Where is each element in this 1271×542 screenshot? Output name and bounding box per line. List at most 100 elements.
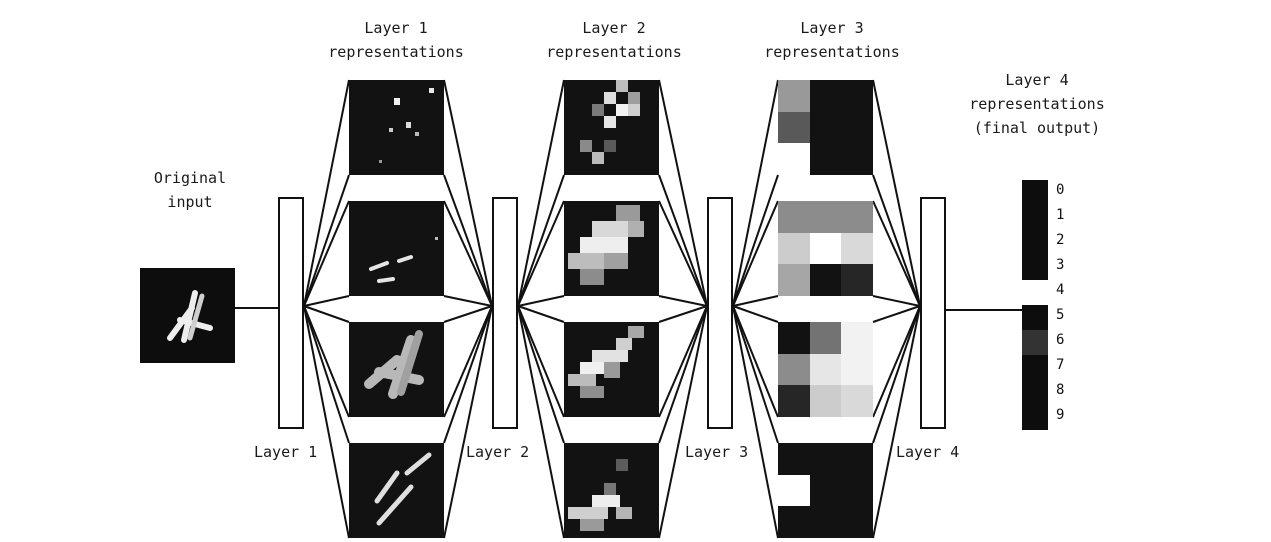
layer-3-map-1-cell xyxy=(809,80,842,112)
layer-3-map-3-cell xyxy=(841,322,873,354)
connector-stage2-fan-in-top-1 xyxy=(658,79,708,307)
layer-4-bar xyxy=(920,197,946,429)
layer-3-feature-map-1 xyxy=(778,80,873,175)
connector-stage3-fan-out-top-1 xyxy=(732,79,779,307)
feature-map-1-blocky xyxy=(580,80,640,164)
layer-1-bar xyxy=(278,197,304,429)
layer-1-representations-title-line1: Layer 1 xyxy=(364,19,428,37)
connector-stage2-fan-out-bottom-3 xyxy=(517,305,565,418)
layer-3-map-2-cell xyxy=(841,264,873,296)
layer-3-map-2-cell xyxy=(809,264,842,296)
connector-stage2-fan-in-top-3 xyxy=(658,305,708,323)
layer-4-representations-title-line1: Layer 4 xyxy=(1005,71,1069,89)
layer-3-map-2-cell xyxy=(809,232,842,265)
connector-stage1-fan-out-bottom-3 xyxy=(303,305,350,418)
connector-stage3-fan-out-top-4 xyxy=(732,305,779,444)
original-input-image xyxy=(140,268,235,363)
feature-map-4-diagonal-strokes xyxy=(374,452,432,526)
layer-2-feature-map-3 xyxy=(564,322,659,417)
handwritten-digit-glyph xyxy=(167,290,213,343)
connector-stage1-fan-out-bottom-2 xyxy=(303,295,350,307)
layer-3-map-4-cell xyxy=(778,506,810,538)
connector-stage1-fan-out-top-2 xyxy=(303,200,350,307)
layer-1-feature-map-3 xyxy=(349,322,444,417)
layer-3-representations-title-line2: representations xyxy=(764,43,900,61)
layer-3-map-3-cell xyxy=(778,322,810,354)
connector-stage3-fan-out-bottom-3 xyxy=(732,305,779,418)
connector-stage2-fan-in-top-2 xyxy=(658,200,708,307)
layer-3-map-3-cell xyxy=(809,385,842,417)
layer-3-feature-map-3 xyxy=(778,322,873,417)
layer-3-map-4-cell xyxy=(778,443,810,475)
connector-stage1-fan-out-top-3 xyxy=(303,305,350,323)
layer-2-representations-title-line2: representations xyxy=(546,43,682,61)
feature-map-2-blocky xyxy=(568,205,644,285)
layer-3-bar xyxy=(707,197,733,429)
output-digit-label: 2 xyxy=(1056,232,1065,248)
output-digit-label: 6 xyxy=(1056,332,1065,348)
layer-1-representations-title-line2: representations xyxy=(328,43,464,61)
feature-map-2-horizontal-strokes xyxy=(369,237,438,283)
layer-2-feature-map-1 xyxy=(564,80,659,175)
output-cell-6 xyxy=(1022,330,1048,355)
output-cell-4 xyxy=(1022,280,1048,305)
output-cell-1 xyxy=(1022,205,1048,230)
connector-stage3-fan-in-top-3 xyxy=(872,305,921,323)
connector-stage2-fan-in-bottom-3 xyxy=(658,305,708,418)
layer-3-map-1-cell xyxy=(778,143,810,175)
connector-stage1-fan-in-top-2 xyxy=(443,200,493,307)
layer-3-map-3-cell xyxy=(778,353,810,386)
connector-stage3-fan-in-bottom-3 xyxy=(872,305,921,418)
layer-3-map-2-cell xyxy=(809,201,842,233)
layer-3-map-4-cell xyxy=(841,506,873,538)
layer-3-map-3-cell xyxy=(809,353,842,386)
output-digit-label: 3 xyxy=(1056,257,1065,273)
connector-stage2-fan-out-top-3 xyxy=(517,305,565,323)
layer-3-map-1-cell xyxy=(841,111,873,144)
layer-3-map-3-cell xyxy=(841,385,873,417)
connector-stage1-fan-in-bottom-2 xyxy=(443,295,493,307)
layer-3-map-4-cell xyxy=(778,474,810,507)
layer-3-map-2-cell xyxy=(778,201,810,233)
output-cell-5 xyxy=(1022,305,1048,330)
connector-stage3-fan-out-bottom-1 xyxy=(732,174,779,307)
connector-stage1-fan-out-top-1 xyxy=(303,79,350,307)
connector-stage1-fan-in-bottom-4 xyxy=(443,305,493,539)
output-cell-8 xyxy=(1022,380,1048,405)
layer-1-feature-map-2 xyxy=(349,201,444,296)
connector-stage1-fan-out-top-4 xyxy=(303,305,350,444)
connector-stage3-fan-out-top-2 xyxy=(732,200,779,307)
layer-3-map-1-cell xyxy=(809,143,842,175)
connector-stage3-fan-out-bottom-2 xyxy=(732,295,779,307)
original-input-label-line2: input xyxy=(167,193,213,211)
output-digit-label: 7 xyxy=(1056,357,1065,373)
layer-3-map-1-cell xyxy=(778,80,810,112)
layer-3-map-4-cell xyxy=(809,474,842,507)
layer-4-label: Layer 4 xyxy=(896,443,960,461)
layer-1-feature-map-1 xyxy=(349,80,444,175)
layer-4-representations-title-line2: representations xyxy=(969,95,1105,113)
layer-3-representations-title: Layer 3 representations xyxy=(752,16,912,64)
layer-2-feature-map-4 xyxy=(564,443,659,538)
output-cell-7 xyxy=(1022,355,1048,380)
layer-1-feature-map-4 xyxy=(349,443,444,538)
layer-2-representations-title-line1: Layer 2 xyxy=(582,19,646,37)
feature-map-1-sparse-dots xyxy=(379,88,434,163)
connector-stage1-fan-in-bottom-3 xyxy=(443,305,493,418)
layer-2-feature-map-2 xyxy=(564,201,659,296)
output-digit-label: 1 xyxy=(1056,207,1065,223)
layer-3-label: Layer 3 xyxy=(685,443,749,461)
connector-stage2-fan-in-bottom-1 xyxy=(658,174,708,307)
connector-stage2-fan-out-top-1 xyxy=(517,79,565,307)
connector-stage2-fan-out-top-4 xyxy=(517,305,565,444)
connector-stage3-fan-in-top-4 xyxy=(872,305,921,444)
layer-3-map-1-cell xyxy=(841,143,873,175)
output-digit-label: 8 xyxy=(1056,382,1065,398)
output-digit-label: 5 xyxy=(1056,307,1065,323)
connector-stage3-fan-out-top-3 xyxy=(732,305,779,323)
output-cell-0 xyxy=(1022,180,1048,205)
layer-3-map-2-cell xyxy=(778,264,810,296)
layer-2-bar xyxy=(492,197,518,429)
